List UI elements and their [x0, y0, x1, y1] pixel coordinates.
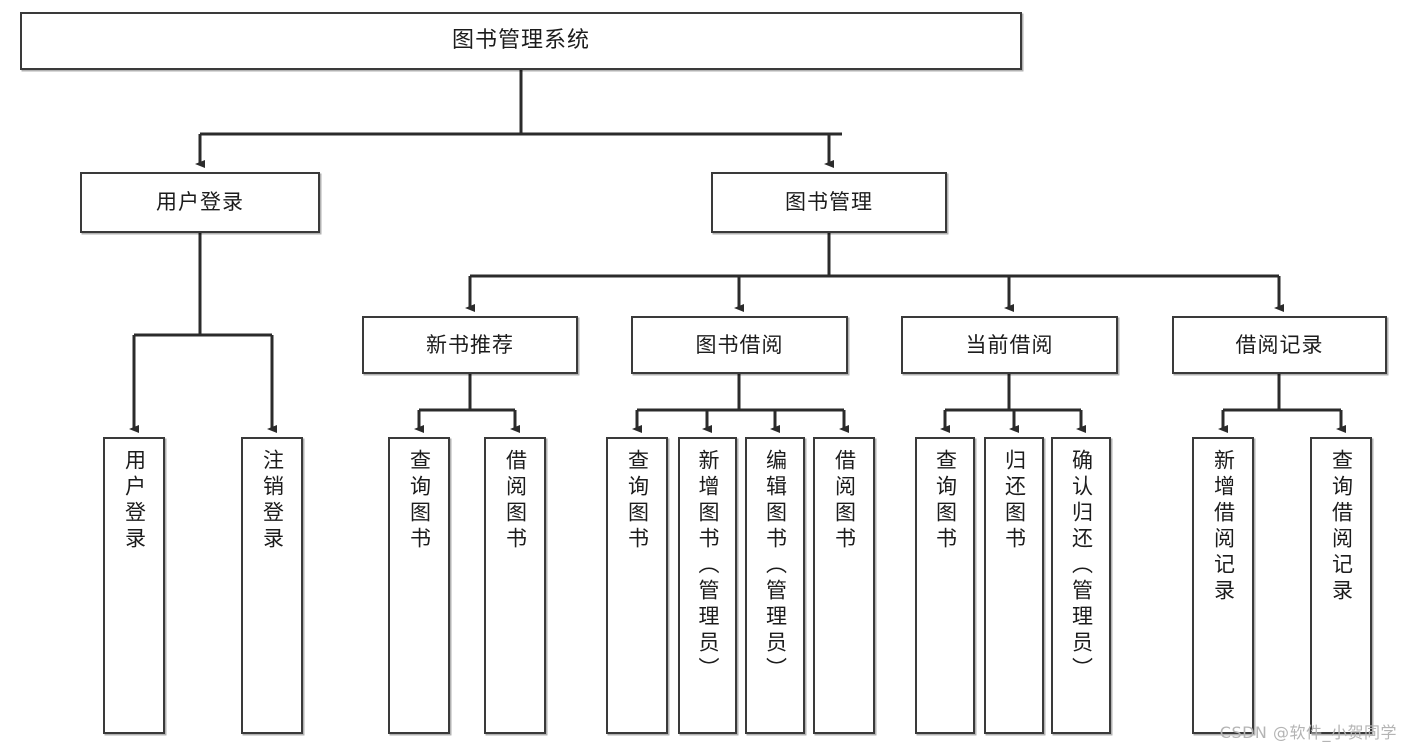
leaf-current-return-book[interactable]: 归还图书 — [984, 437, 1044, 734]
leaf-newbook-borrow-book[interactable]: 借阅图书 — [484, 437, 546, 734]
leaf-user-login[interactable]: 用户登录 — [103, 437, 165, 734]
node-book-borrow-label: 图书借阅 — [695, 332, 784, 357]
leaf-current-return-book-label: 归还图书 — [1002, 449, 1027, 553]
csdn-watermark: CSDN @软件_小贺同学 — [1219, 723, 1397, 742]
node-root-label: 图书管理系统 — [451, 28, 590, 54]
leaf-newbook-borrow-book-label: 借阅图书 — [503, 449, 528, 553]
node-borrow-record-label: 借阅记录 — [1235, 332, 1324, 357]
leaf-borrow-edit-book-label: 编辑图书（管理员） — [763, 449, 788, 683]
leaf-borrow-add-book-label: 新增图书（管理员） — [696, 449, 720, 683]
leaf-borrow-query-book-label: 查询图书 — [625, 449, 650, 553]
node-book-management[interactable]: 图书管理 — [711, 172, 947, 233]
leaf-borrow-borrow-book[interactable]: 借阅图书 — [813, 437, 875, 734]
leaf-current-query-book[interactable]: 查询图书 — [915, 437, 975, 734]
leaf-record-query-record-label: 查询借阅记录 — [1329, 449, 1354, 605]
leaf-newbook-query-book-label: 查询图书 — [407, 449, 432, 553]
leaf-logout-label: 注销登录 — [260, 449, 285, 553]
leaf-borrow-edit-book[interactable]: 编辑图书（管理员） — [745, 437, 805, 734]
leaf-borrow-add-book[interactable]: 新增图书（管理员） — [678, 437, 737, 734]
node-current-borrow-label: 当前借阅 — [965, 332, 1054, 357]
leaf-current-confirm-return[interactable]: 确认归还（管理员） — [1051, 437, 1111, 734]
node-book-borrow[interactable]: 图书借阅 — [631, 316, 848, 374]
node-new-book-recommend-label: 新书推荐 — [426, 332, 514, 357]
leaf-newbook-query-book[interactable]: 查询图书 — [388, 437, 450, 734]
node-user-login[interactable]: 用户登录 — [80, 172, 320, 233]
leaf-current-confirm-return-label: 确认归还（管理员） — [1069, 449, 1094, 683]
node-root[interactable]: 图书管理系统 — [20, 12, 1022, 70]
node-book-management-label: 图书管理 — [785, 190, 873, 215]
leaf-borrow-borrow-book-label: 借阅图书 — [832, 449, 857, 553]
leaf-current-query-book-label: 查询图书 — [933, 449, 958, 553]
node-new-book-recommend[interactable]: 新书推荐 — [362, 316, 578, 374]
node-current-borrow[interactable]: 当前借阅 — [901, 316, 1118, 374]
leaf-user-login-label: 用户登录 — [122, 449, 147, 553]
leaf-record-query-record[interactable]: 查询借阅记录 — [1310, 437, 1372, 734]
leaf-logout[interactable]: 注销登录 — [241, 437, 303, 734]
leaf-borrow-query-book[interactable]: 查询图书 — [606, 437, 668, 734]
leaf-record-add-record-label: 新增借阅记录 — [1211, 449, 1236, 605]
leaf-record-add-record[interactable]: 新增借阅记录 — [1192, 437, 1254, 734]
node-borrow-record[interactable]: 借阅记录 — [1172, 316, 1387, 374]
node-user-login-label: 用户登录 — [156, 190, 244, 215]
